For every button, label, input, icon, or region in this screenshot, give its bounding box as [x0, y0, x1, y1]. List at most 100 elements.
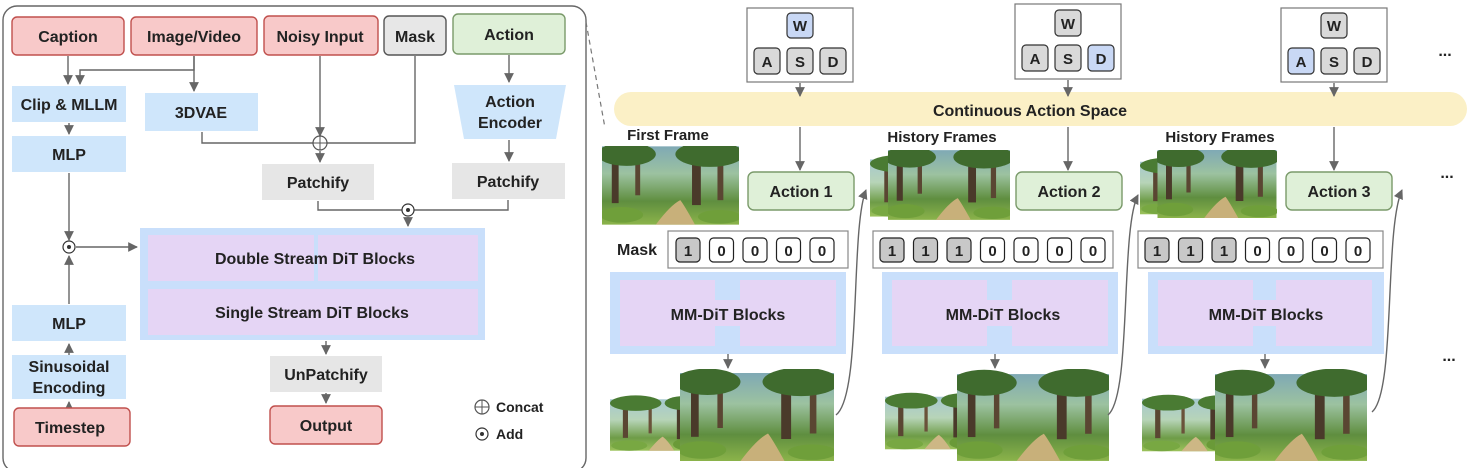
- mask-input-box: [383, 15, 447, 56]
- mlp-bottom-label: MLP: [52, 316, 86, 333]
- key-s: [786, 47, 814, 75]
- action-encoder-line2: Encoder: [478, 115, 542, 132]
- mask-input-label: Mask: [395, 29, 435, 46]
- feedback-arrow-2: [1107, 194, 1139, 416]
- mask-bit-label: 0: [818, 243, 826, 260]
- mask-bit: [1144, 237, 1170, 263]
- zoom-connector-line: [585, 21, 606, 129]
- key-a-label: A: [1030, 51, 1041, 68]
- keyboard-2: W A S D: [1014, 3, 1122, 80]
- mask-bit: [1278, 237, 1304, 263]
- noisy-input-box: [263, 15, 379, 56]
- concat-legend-icon: [474, 399, 490, 415]
- key-d-label: D: [1362, 54, 1373, 71]
- first-frame-image: [602, 146, 739, 225]
- timestep-label: Timestep: [35, 420, 105, 437]
- mask-bit: [809, 237, 835, 263]
- unpatchify-label: UnPatchify: [284, 367, 368, 384]
- mlp-top-label: MLP: [52, 147, 86, 164]
- history-frames-label-1: History Frames: [887, 129, 996, 146]
- mask-bit-label: 0: [1022, 243, 1030, 260]
- history-frames-image-2: [1140, 150, 1277, 218]
- mask-bit-label: 1: [888, 243, 896, 260]
- legend: Concat Add: [474, 399, 544, 442]
- mask-bit: [879, 237, 905, 263]
- mask-bit-label: 0: [988, 243, 996, 260]
- mask-bit: [912, 237, 939, 263]
- key-w: [786, 12, 814, 39]
- key-s-label: S: [795, 54, 805, 71]
- action-input-label: Action: [484, 27, 534, 44]
- noisy-input-label: Noisy Input: [276, 29, 364, 46]
- mask-bit: [1244, 237, 1271, 263]
- action-3-label: Action 3: [1307, 184, 1370, 201]
- mask-bit-label: 0: [751, 243, 759, 260]
- vae-label: 3DVAE: [175, 105, 227, 122]
- single-stream-label: Single Stream DiT Blocks: [215, 305, 409, 322]
- patchify-left-label: Patchify: [287, 175, 349, 192]
- mask-bit-label: 1: [1220, 243, 1228, 260]
- action-space-label: Continuous Action Space: [933, 103, 1127, 120]
- mask-bit: [1211, 237, 1237, 263]
- key-s-label: S: [1329, 54, 1339, 71]
- continuous-action-space-band: [614, 92, 1467, 126]
- unpatchify-box: [270, 356, 382, 392]
- mask-bit-label: 0: [1253, 243, 1261, 260]
- key-s: [1054, 44, 1082, 72]
- sinusoidal-line2: Encoding: [33, 380, 106, 397]
- key-a-label: A: [1296, 54, 1307, 71]
- mask-bit: [775, 237, 802, 263]
- key-w-label: W: [793, 18, 808, 35]
- action-2-label: Action 2: [1037, 184, 1100, 201]
- sinusoidal-line1: Sinusoidal: [29, 359, 110, 376]
- mask-bit: [1013, 237, 1039, 263]
- single-stream-block: [148, 289, 478, 335]
- mask-bit-label: 1: [1153, 243, 1161, 260]
- keyboard-3: W A S D: [1280, 7, 1388, 83]
- mask-bit-label: 1: [684, 243, 692, 260]
- mm-dit-label-2: MM-DiT Blocks: [946, 307, 1061, 324]
- timestep-box: [13, 407, 131, 447]
- feedback-arrow-3: [1371, 189, 1403, 413]
- mask-bit-label: 0: [1287, 243, 1295, 260]
- action-encoder-box: [454, 85, 566, 139]
- mask-bit: [1311, 237, 1338, 263]
- key-a: [753, 47, 781, 75]
- mm-dit-block-2: [892, 300, 1108, 326]
- key-s-label: S: [1063, 51, 1073, 68]
- output-frames-image-2: [885, 369, 1109, 461]
- key-d-label: D: [1096, 51, 1107, 68]
- patchify-right-label: Patchify: [477, 174, 539, 191]
- key-d-label: D: [828, 54, 839, 71]
- action-1-label: Action 1: [769, 184, 832, 201]
- action-encoder-line1: Action: [485, 94, 535, 111]
- mask-bit: [1345, 237, 1371, 263]
- double-stream-label: Double Stream DiT Blocks: [215, 251, 415, 268]
- mask-bit-label: 0: [1320, 243, 1328, 260]
- action-2-box: [1015, 171, 1123, 211]
- add-legend-icon: [475, 427, 489, 441]
- key-w-label: W: [1327, 18, 1342, 35]
- ellipsis-top: ...: [1438, 43, 1451, 60]
- output-box: [269, 405, 383, 445]
- output-frames-image-3: [1142, 369, 1367, 461]
- output-frames-image-1: [610, 369, 834, 461]
- key-d: [1353, 47, 1381, 75]
- keyboard-1: W A S D: [746, 7, 854, 83]
- image-video-label: Image/Video: [147, 29, 241, 46]
- key-d: [819, 47, 847, 75]
- caption-input-box: [11, 16, 125, 56]
- key-a: [1021, 44, 1049, 72]
- mask-bit-label: 0: [784, 243, 792, 260]
- history-frames-image-1: [870, 150, 1010, 220]
- mlp-bottom-box: [12, 305, 126, 341]
- key-d: [1087, 44, 1115, 72]
- mask-bit: [742, 237, 768, 263]
- mask-bit-label: 0: [1055, 243, 1063, 260]
- input-row: Caption Image/Video Noisy Input Mask Act…: [11, 13, 566, 56]
- concat-legend-label: Concat: [496, 399, 544, 415]
